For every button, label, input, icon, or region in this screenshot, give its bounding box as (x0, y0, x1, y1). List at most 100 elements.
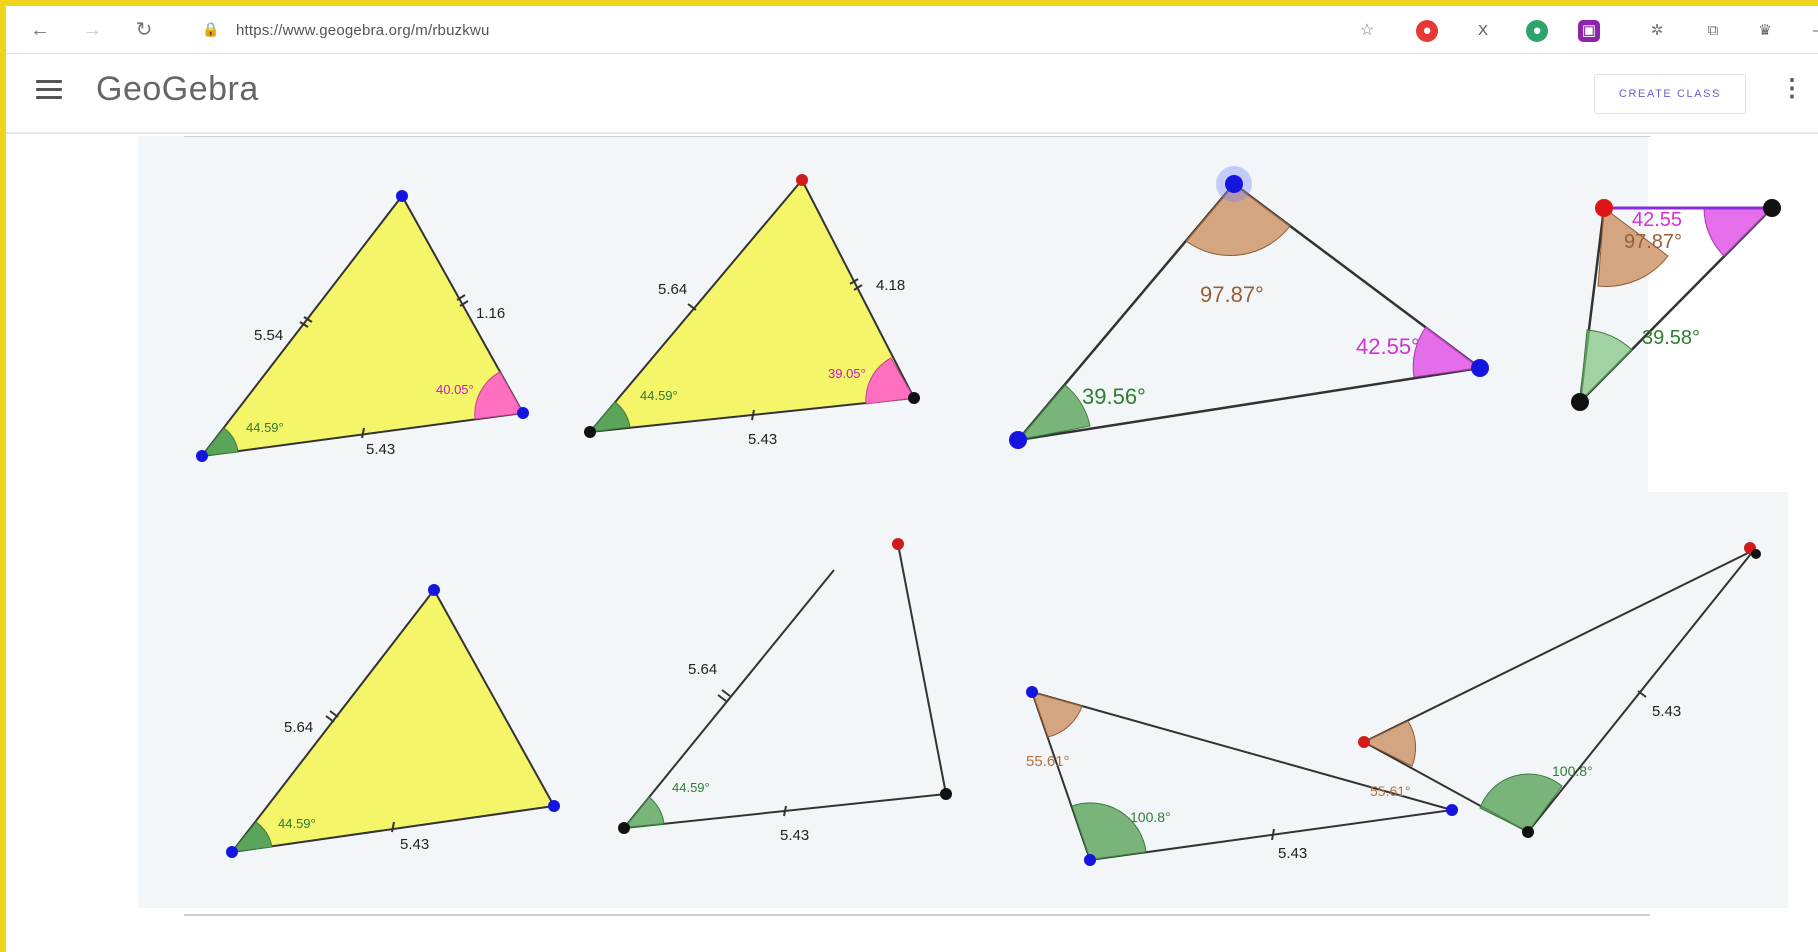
point-blue[interactable] (1471, 359, 1489, 377)
hamburger-menu-icon[interactable] (36, 80, 62, 102)
point-blue[interactable] (1084, 854, 1096, 866)
angle-label: 97.87° (1200, 282, 1264, 307)
canvas-bottom-border (184, 914, 1650, 916)
point-blue[interactable] (196, 450, 208, 462)
more-options-icon[interactable]: ⋮ (1780, 75, 1804, 102)
angle-label: 42.55° (1356, 334, 1420, 359)
browser-toolbar: ← → ↻ 🔒 https://www.geogebra.org/m/rbuzk… (6, 6, 1818, 54)
profile-icon[interactable]: ♛ (1758, 22, 1772, 39)
tick-mark (717, 694, 727, 702)
segment (623, 569, 835, 829)
point-black[interactable] (1571, 393, 1589, 411)
browser-menu-icon[interactable]: – (1806, 20, 1818, 42)
tabs-icon[interactable]: ⧉ (1707, 22, 1719, 39)
tick-mark (853, 284, 863, 291)
tick-mark (849, 278, 859, 285)
angle-marker-green (200, 427, 239, 457)
reload-icon[interactable]: ↻ (135, 19, 153, 41)
point-blue[interactable] (396, 190, 408, 202)
angle-label: 44.59° (640, 388, 678, 403)
angle-label: 44.59° (278, 816, 316, 831)
side-length-label: 5.64 (688, 661, 717, 678)
angle-marker-green (1071, 802, 1147, 861)
point-black[interactable] (1751, 549, 1761, 559)
point-black[interactable] (908, 392, 920, 404)
angle-label: 97.87° (1624, 231, 1682, 253)
grammar-extension-icon[interactable]: ● (1526, 20, 1548, 42)
bookmark-star-icon[interactable]: ☆ (1359, 22, 1375, 39)
side-length-label: 5.64 (658, 281, 687, 298)
triangle-8[interactable]: 5.43 100.8° (1358, 542, 1761, 838)
triangle-4[interactable]: 42.55 97.87° 39.58° (1571, 199, 1781, 411)
open-construction-6[interactable]: 5.64 5.43 44.59° (618, 538, 952, 844)
point-blue[interactable] (517, 407, 529, 419)
segment (897, 543, 947, 795)
point-black[interactable] (618, 822, 630, 834)
tick-mark (361, 427, 365, 439)
point-blue[interactable] (1009, 431, 1027, 449)
side-length-label: 4.18 (876, 277, 905, 294)
point-red[interactable] (796, 174, 808, 186)
angle-label: 40.05° (436, 382, 474, 397)
create-class-button[interactable]: CREATE CLASS (1594, 74, 1746, 114)
address-bar[interactable]: 🔒 https://www.geogebra.org/m/rbuzkwu (184, 15, 1334, 45)
triangle-5[interactable]: 5.64 5.43 44.59° (226, 584, 560, 858)
tick-mark (1271, 828, 1275, 841)
angle-marker-brown (1362, 720, 1417, 767)
point-blue-selected[interactable] (1225, 175, 1243, 193)
geogebra-logo: GeoGebra (96, 70, 259, 108)
point-black[interactable] (940, 788, 952, 800)
angle-marker-green (1016, 384, 1091, 441)
angle-label: 42.55 (1632, 209, 1682, 231)
triangle-3[interactable]: 97.87° 42.55° 39.56° (1009, 166, 1489, 449)
point-red[interactable] (892, 538, 904, 550)
point-blue[interactable] (1446, 804, 1458, 816)
arrow-left-icon[interactable]: ← (30, 19, 50, 41)
point-black[interactable] (1763, 199, 1781, 217)
angle-marker-green (588, 401, 631, 433)
puzzle-extension-icon[interactable]: ✲ (1650, 22, 1664, 39)
angle-marker-brown (1185, 183, 1291, 257)
point-blue[interactable] (548, 800, 560, 812)
point-black[interactable] (584, 426, 596, 438)
angle-marker-magenta (1412, 326, 1482, 378)
triangle-1[interactable]: 5.54 1.16 5.43 44.59° 40.05° (196, 190, 529, 462)
angle-label: 39.58° (1642, 327, 1700, 349)
triangle-7[interactable]: 55.61° 100.8° 5.43 55.61° (1026, 686, 1458, 866)
angle-marker-pink (865, 357, 915, 405)
yellow-frame-left (0, 0, 6, 952)
side-length-label: 5.64 (284, 719, 313, 736)
tick-mark (783, 805, 787, 817)
point-blue[interactable] (428, 584, 440, 596)
side-length-label: 1.16 (476, 305, 505, 322)
angle-label: 44.59° (672, 780, 710, 795)
angle-label: 44.59° (246, 420, 284, 435)
point-red[interactable] (1595, 199, 1613, 217)
x-extension-icon[interactable]: X (1477, 22, 1488, 39)
stop-extension-icon[interactable]: ● (1416, 20, 1438, 42)
arrow-right-icon[interactable]: → (82, 19, 102, 41)
point-blue[interactable] (1026, 686, 1038, 698)
angle-label: 100.8° (1130, 809, 1171, 825)
point-blue[interactable] (226, 846, 238, 858)
point-black[interactable] (1522, 826, 1534, 838)
geometry-drawing[interactable]: 5.54 1.16 5.43 44.59° 40.05° 5.64 4.18 5… (138, 135, 1810, 908)
point-red[interactable] (1358, 736, 1370, 748)
side-length-label: 5.43 (400, 836, 429, 853)
tick-mark (687, 303, 697, 311)
tick-mark (459, 300, 469, 307)
tick-mark (329, 710, 339, 718)
side-length-label: 5.54 (254, 327, 283, 344)
canvas-edge-lower (1788, 492, 1810, 908)
tick-mark (1637, 690, 1647, 698)
angle-label: 39.05° (828, 366, 866, 381)
purple-extension-icon[interactable]: ▣ (1578, 20, 1600, 42)
angle-label: 55.61° (1026, 753, 1070, 770)
angle-marker-pink (474, 371, 524, 420)
angle-label: 39.56° (1082, 384, 1146, 409)
app-header: GeoGebra CREATE CLASS ⋮ (6, 54, 1818, 134)
triangle-2[interactable]: 5.64 4.18 5.43 44.59° 39.05° (584, 174, 920, 448)
side-length-label: 5.43 (366, 441, 395, 458)
angle-label: 100.8° (1552, 763, 1593, 779)
geogebra-canvas[interactable]: 5.54 1.16 5.43 44.59° 40.05° 5.64 4.18 5… (138, 135, 1810, 908)
